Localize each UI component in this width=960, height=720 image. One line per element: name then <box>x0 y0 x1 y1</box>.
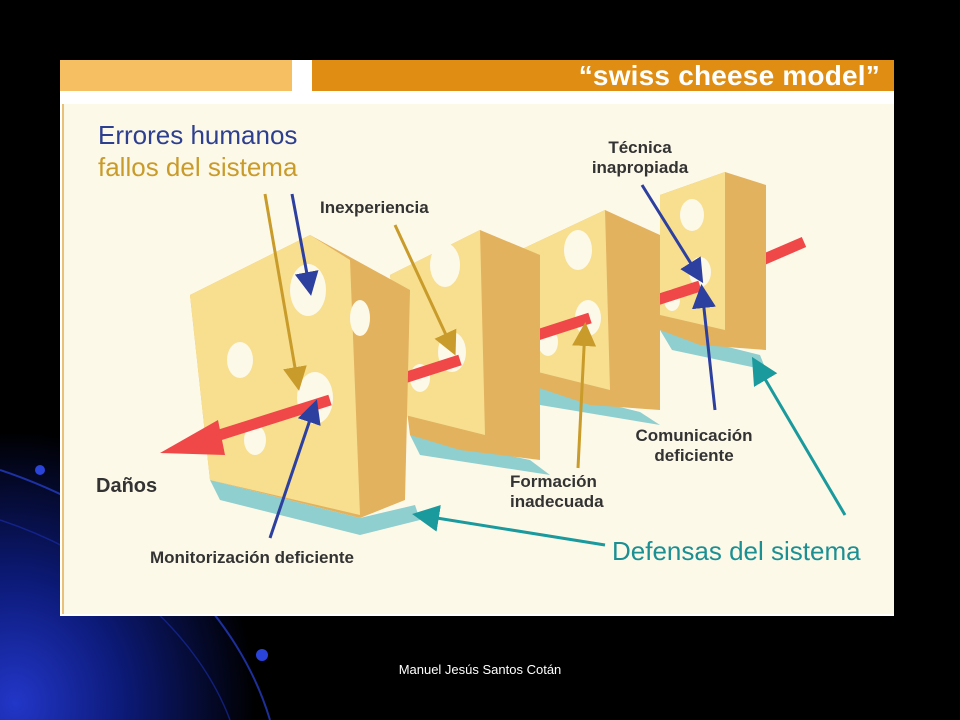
label-comunicacion-line2: deficiente <box>654 446 734 465</box>
cheese-slice-1 <box>190 235 420 535</box>
label-defensas-sistema: Defensas del sistema <box>612 536 861 566</box>
slide-panel: “swiss cheese model” <box>60 60 894 616</box>
label-tecnica-line1: Técnica <box>608 138 672 157</box>
label-comunicacion-line1: Comunicación <box>635 426 753 445</box>
arrow-comunicacion <box>692 284 717 411</box>
cheese-slice-4 <box>660 172 766 370</box>
arrow-formacion <box>572 322 597 469</box>
label-formacion-line2: inadecuada <box>510 492 604 511</box>
heading-fallos-sistema: fallos del sistema <box>98 152 298 182</box>
arrow-errores-to-hole <box>290 193 319 296</box>
label-formacion-line1: Formación <box>510 472 597 491</box>
cheese-slice-3 <box>520 210 660 425</box>
title-bar: “swiss cheese model” <box>312 60 894 91</box>
heading-errores-humanos: Errores humanos <box>98 120 298 150</box>
label-tecnica-line2: inapropiada <box>591 158 689 177</box>
label-tecnica-inapropiada: Técnica inapropiada <box>565 138 715 178</box>
label-formacion-inadecuada: Formación inadecuada <box>510 472 604 512</box>
label-monitorizacion-deficiente: Monitorización deficiente <box>150 548 355 567</box>
title-bar-accent <box>60 60 292 91</box>
swiss-cheese-diagram <box>160 172 847 547</box>
arrow-tecnica <box>640 184 704 284</box>
hazard-arrow-head <box>160 420 225 455</box>
label-danos: Daños <box>96 475 158 497</box>
arrow-inexperiencia <box>393 224 457 356</box>
label-inexperiencia: Inexperiencia <box>320 198 429 217</box>
arrow-defensas-left <box>412 504 606 547</box>
label-comunicacion-deficiente: Comunicación deficiente <box>618 426 770 466</box>
arrow-defensas-right <box>751 356 847 516</box>
footer-author: Manuel Jesús Santos Cotán <box>398 662 562 677</box>
arrow-monitorizacion <box>268 399 321 539</box>
slide-title: “swiss cheese model” <box>578 60 880 91</box>
arrow-fallos-to-hole <box>263 193 307 391</box>
